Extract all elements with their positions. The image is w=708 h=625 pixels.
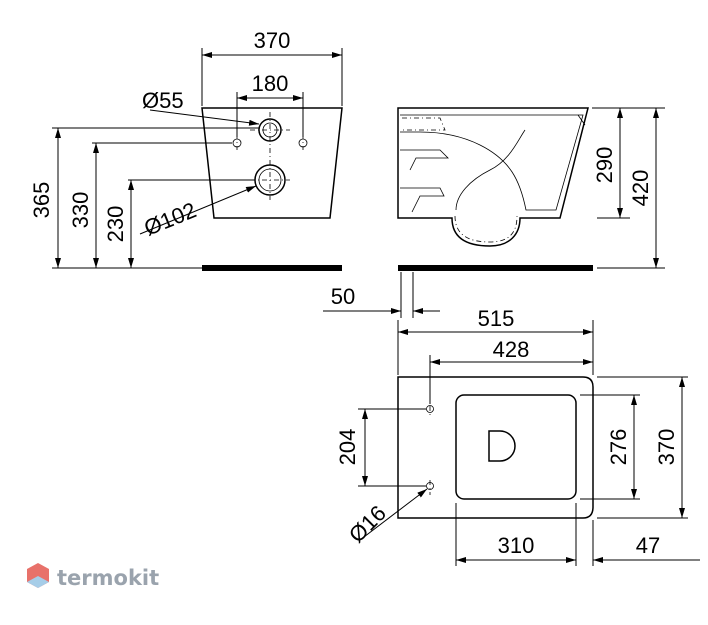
dim-outlet-large: Ø102 [141,197,200,240]
dim-side-height-total: 420 [628,170,653,207]
dim-front-width: 370 [254,28,291,53]
dim-top-margin: 47 [636,533,660,558]
top-hole-upper [426,405,434,413]
dim-side-offset: 50 [331,284,355,309]
front-floor-bar [202,265,342,271]
dim-top-hole-diameter: Ø16 [344,500,391,547]
dim-side-height-rim: 290 [592,147,617,184]
side-view: 290 420 50 515 [323,107,665,375]
dim-side-depth: 515 [478,306,515,331]
side-floor-bar [398,265,593,271]
front-view: 370 180 Ø55 Ø102 365 330 230 [29,28,343,271]
dim-holes-spacing: 180 [252,71,289,96]
dim-top-seat-width: 276 [606,429,631,466]
side-body-outline [397,107,589,247]
dim-front-height-holes: 330 [68,192,93,229]
dim-top-length: 428 [493,337,530,362]
dim-top-holes-spacing: 204 [335,429,360,466]
brand-name: termokit [57,566,159,590]
dim-front-height-total: 365 [29,182,54,219]
dim-top-width: 370 [654,429,679,466]
seat-opening [455,394,577,500]
dim-outlet-small: Ø55 [142,88,184,113]
dim-top-seat-length: 310 [498,533,535,558]
top-view: 428 204 Ø16 276 370 310 47 [335,337,700,566]
drain-d-shape [488,430,516,462]
brand-logo: termokit [27,563,159,590]
dim-front-height-outlet: 230 [103,206,128,243]
